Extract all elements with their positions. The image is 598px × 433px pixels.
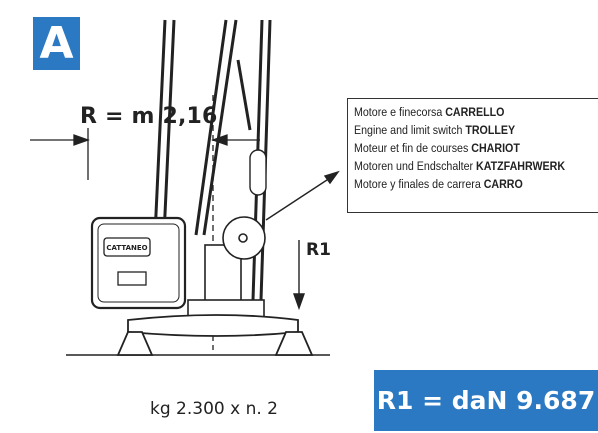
callout-line-fr: Moteur et fin de courses CHARIOT [354,141,520,155]
base-platform [116,314,314,356]
callout-line-it: Motore e finecorsa CARRELLO [354,105,505,119]
engine-box: CATTANEO [90,216,187,310]
engine-brand: CATTANEO [106,244,147,252]
result-box: R1 = daN 9.687 [374,370,598,431]
callout-arrow [265,170,340,221]
callout-line-es: Motore y finales de carrera CARRO [354,177,523,191]
callout-box: Motore e finecorsa CARRELLO Engine and l… [347,98,598,213]
dimension-label: R = m 2,16 [80,104,218,129]
section-badge: A [33,17,80,70]
reaction-label: R1 [306,240,331,260]
weight-label: kg 2.300 x n. 2 [150,399,278,419]
reaction-arrow [293,240,305,311]
pulley [222,149,267,260]
callout-line-de: Motoren und Endschalter KATZFAHRWERK [354,159,566,173]
callout-line-en: Engine and limit switch TROLLEY [354,123,516,137]
